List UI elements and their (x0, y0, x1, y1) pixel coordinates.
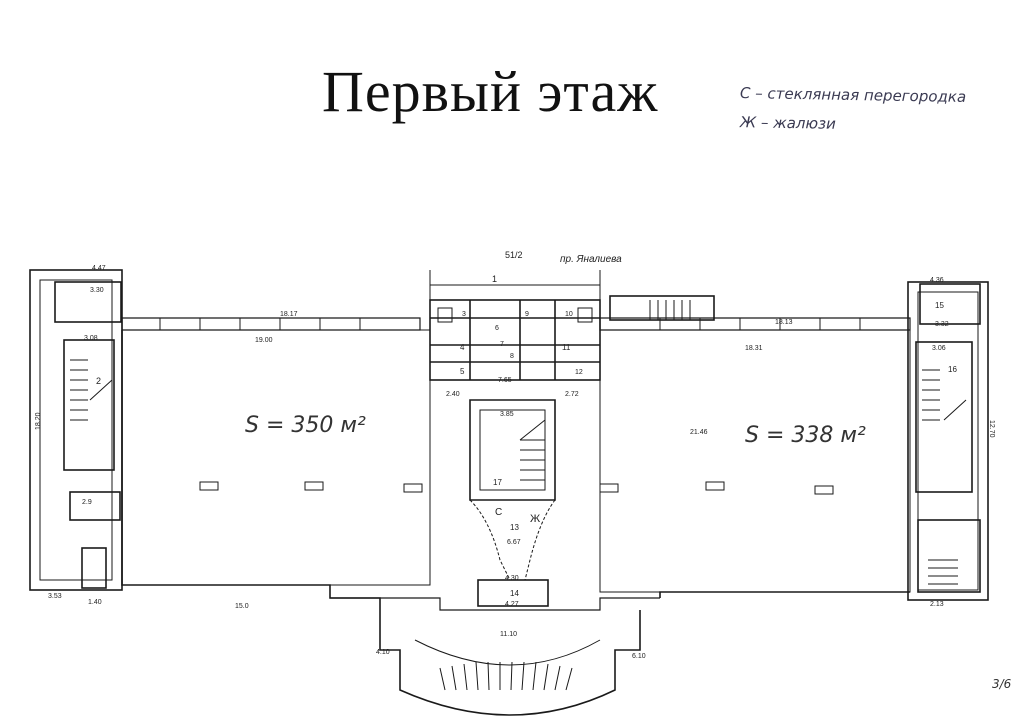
left-hall (121, 329, 431, 586)
room-number: 9 (525, 311, 529, 318)
dimension: 3.08 (84, 335, 98, 342)
room-number: 15 (935, 301, 944, 310)
area-right-hall: S = 338 м² (745, 423, 866, 448)
dimension: 2.9 (82, 499, 92, 506)
room-number: 11 (562, 343, 571, 352)
dimension: 3.85 (500, 411, 514, 418)
left-wing-outline (29, 269, 123, 591)
room-number: 8 (510, 353, 514, 360)
dimension: 4.30 (505, 575, 519, 582)
right-wing-outline (907, 281, 989, 601)
dimension: 1.40 (88, 599, 102, 606)
dimension: 2.40 (446, 391, 460, 398)
dimension: 18.13 (775, 319, 793, 326)
room-number: 6 (495, 325, 499, 332)
dimension: 7.65 (498, 377, 512, 384)
left-hall-wall (121, 330, 381, 610)
dimension: 2.72 (565, 391, 579, 398)
dimension: 19.00 (255, 337, 273, 344)
page-title: Первый этаж (322, 59, 659, 124)
room-number: 4 (460, 343, 465, 352)
blinds-mark: Ж (530, 513, 540, 525)
room-number: 7 (500, 341, 504, 348)
dimension: 21.46 (690, 429, 708, 436)
room-number: 16 (948, 365, 957, 374)
dimension: 4.47 (92, 265, 106, 272)
dimension: 6.10 (632, 653, 646, 660)
dimension: 15.0 (235, 603, 249, 610)
right-tower-room (919, 283, 981, 325)
room-number: 1 (492, 274, 497, 284)
left-small-room (69, 491, 121, 521)
room-number: 17 (493, 478, 502, 487)
right-top-stair (609, 295, 715, 321)
dimension: 4.10 (376, 649, 390, 656)
dimension: 2.13 (930, 601, 944, 608)
left-tower-room (54, 281, 122, 323)
room-number: 3 (462, 311, 466, 318)
dimension: 3.53 (48, 593, 62, 600)
dimension: 3.30 (90, 287, 104, 294)
area-left-hall: S = 350 м² (245, 413, 366, 438)
signature: 3/6 (992, 677, 1012, 691)
dimension: 18.17 (280, 311, 298, 318)
dimension: 18.31 (745, 345, 763, 352)
dimension: 3.32 (935, 321, 949, 328)
room-number: 14 (510, 589, 519, 598)
room-number: 13 (510, 523, 519, 532)
dimension: 18.20 (35, 412, 42, 430)
room-number: 12 (575, 369, 583, 376)
street-label: пр. Яналиева (560, 254, 622, 265)
right-exit-stair (917, 519, 981, 593)
entrance-vestibule (477, 579, 549, 607)
dimension: 12.70 (988, 420, 995, 438)
room-number: 2 (96, 376, 101, 386)
center-service-block (429, 299, 601, 381)
right-hall (599, 329, 911, 593)
dimension: 3.06 (932, 345, 946, 352)
dimension: 11.10 (500, 631, 517, 638)
room-number: 5 (460, 367, 465, 376)
left-stair (63, 339, 115, 471)
street-number: 51/2 (505, 250, 523, 260)
glass-partition-mark: С (495, 507, 502, 518)
dimension: 4.27 (505, 601, 519, 608)
dimension: 4.36 (930, 277, 944, 284)
dimension: 6.67 (507, 539, 521, 546)
left-exit-stair (81, 547, 107, 589)
right-stair (915, 341, 973, 493)
entrance-porch (379, 610, 641, 716)
room-number: 10 (565, 311, 573, 318)
